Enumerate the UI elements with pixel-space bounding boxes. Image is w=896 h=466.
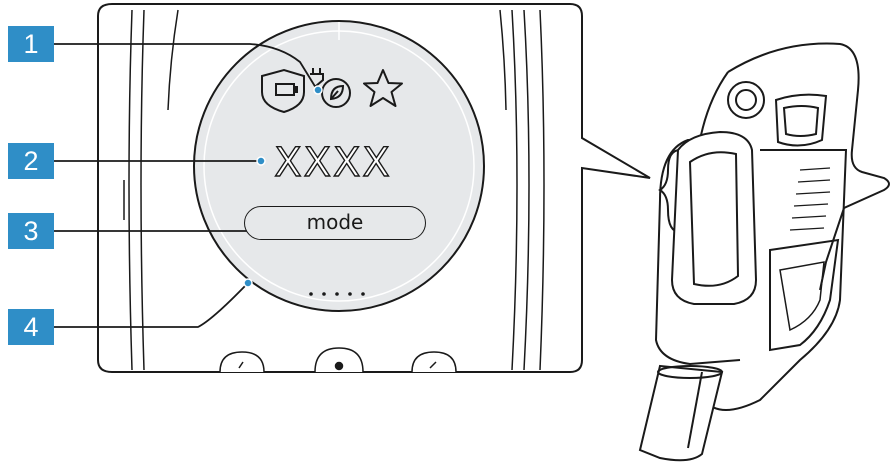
mode-label: mode [244,206,426,240]
level-dot [361,292,365,296]
level-dot [322,292,326,296]
handheld-vacuum-illustration [640,44,889,461]
level-dot [335,292,339,296]
callout-1: 1 [8,26,54,62]
callout-2: 2 [8,143,54,179]
level-dot [309,292,313,296]
callout-4: 4 [8,309,54,345]
callout-3: 3 [8,213,54,249]
display-main-text: XXXX [208,140,458,186]
level-dot [348,292,352,296]
